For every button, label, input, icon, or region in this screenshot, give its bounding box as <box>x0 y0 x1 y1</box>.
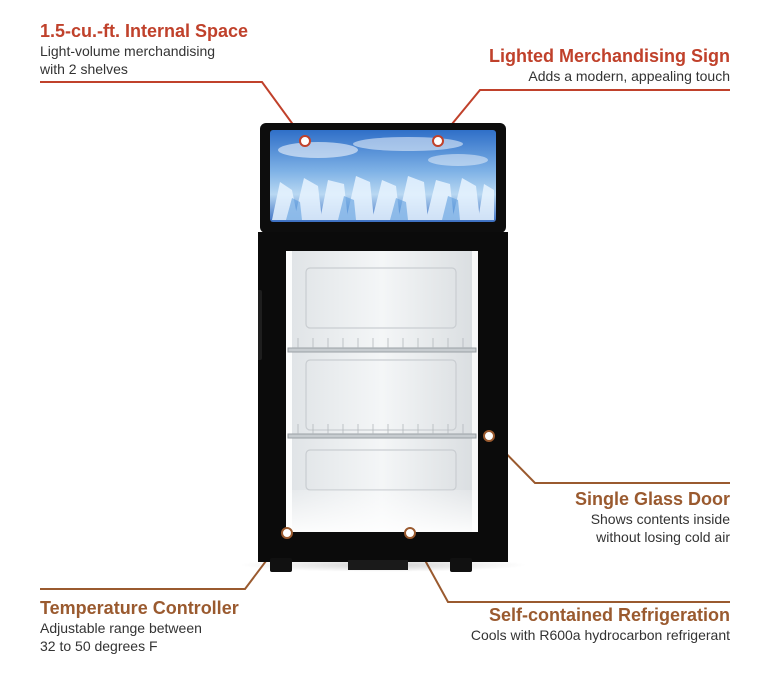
callout-desc-line: without losing cold air <box>596 529 730 545</box>
shelves <box>287 347 477 439</box>
callout-title: Temperature Controller <box>40 598 239 618</box>
callout-desc-line: with 2 shelves <box>40 61 128 77</box>
callout-desc-line: Light-volume merchandising <box>40 43 216 59</box>
callout-glass-door: Single Glass Door Shows contents inside … <box>470 488 730 546</box>
foot-left <box>270 558 292 572</box>
callout-temperature-controller: Temperature Controller Adjustable range … <box>40 597 340 655</box>
leader-space <box>40 81 306 142</box>
callout-title: Self-contained Refrigeration <box>488 605 730 625</box>
callout-dot-icon <box>299 135 311 147</box>
callout-refrigeration: Self-contained Refrigeration Cools with … <box>380 604 730 644</box>
callout-desc-line: Shows contents inside <box>590 511 730 527</box>
callout-dot-icon <box>483 430 495 442</box>
callout-desc-line: Adjustable range between <box>40 620 202 636</box>
foot-right <box>450 558 472 572</box>
base-vent <box>348 560 408 570</box>
interior <box>286 251 478 532</box>
callout-internal-space: 1.5-cu.-ft. Internal Space Light-volume … <box>40 20 340 78</box>
callout-desc-line: Adds a modern, appealing touch <box>528 68 730 84</box>
callout-desc-line: 32 to 50 degrees F <box>40 638 158 654</box>
callout-dot-icon <box>404 527 416 539</box>
callout-title: 1.5-cu.-ft. Internal Space <box>40 21 249 41</box>
callout-title: Lighted Merchandising Sign <box>488 46 730 66</box>
callout-dot-icon <box>281 527 293 539</box>
callout-desc-line: Cools with R600a hydrocarbon refrigerant <box>470 627 730 643</box>
callout-dot-icon <box>432 135 444 147</box>
callout-lighted-sign: Lighted Merchandising Sign Adds a modern… <box>420 45 730 85</box>
callout-title: Single Glass Door <box>574 489 730 509</box>
